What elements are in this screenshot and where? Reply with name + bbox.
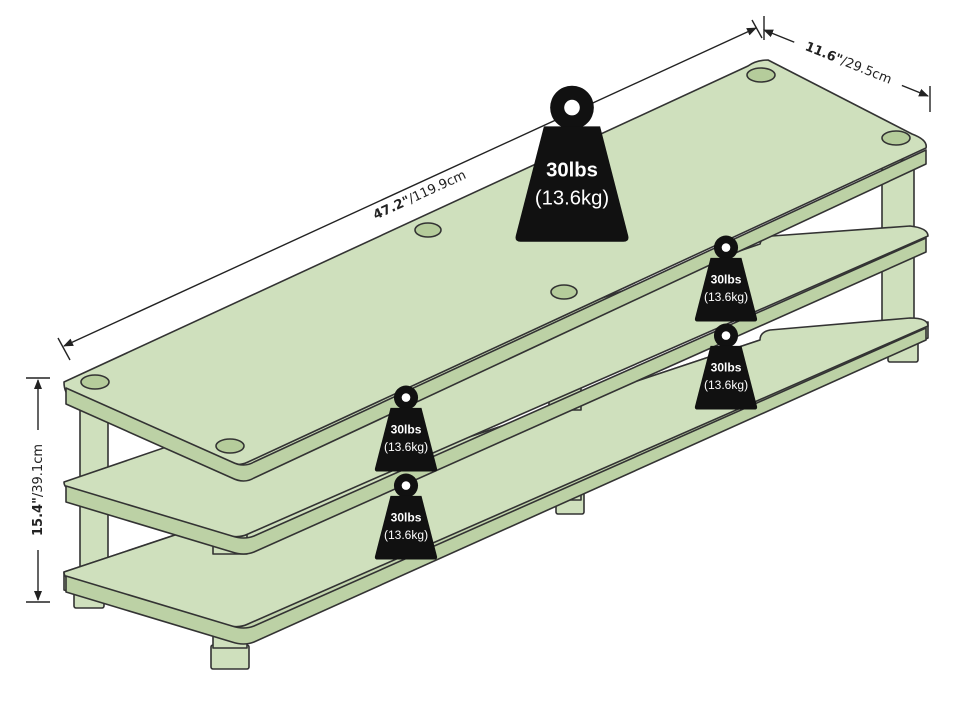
weight-bottom-right-kg: (13.6kg) <box>704 378 748 392</box>
weight-middle-left-kg: (13.6kg) <box>384 440 428 454</box>
weight-bottom-left-lbs: 30lbs <box>391 511 422 525</box>
tv-stand <box>63 59 929 670</box>
height-dimension-label: 15.4"/39.1cm <box>28 430 46 550</box>
height-metric: 39.1cm <box>31 444 46 493</box>
weight-top-lbs: 30lbs <box>546 159 598 181</box>
weight-icon-middle-right: 30lbs (13.6kg) <box>694 235 758 322</box>
weight-bottom-right-lbs: 30lbs <box>711 361 742 375</box>
height-imperial: 15.4" <box>31 497 46 536</box>
weight-bottom-left-kg: (13.6kg) <box>384 528 428 542</box>
svg-text:15.4"/39.1cm: 15.4"/39.1cm <box>31 444 46 536</box>
weight-middle-left-lbs: 30lbs <box>391 423 422 437</box>
weight-icon-middle-left: 30lbs (13.6kg) <box>374 385 438 472</box>
weight-icon-top: 30lbs (13.6kg) <box>515 85 629 242</box>
weight-icon-bottom-right: 30lbs (13.6kg) <box>694 323 758 410</box>
weight-middle-right-kg: (13.6kg) <box>704 290 748 304</box>
weight-middle-right-lbs: 30lbs <box>711 273 742 287</box>
weight-top-kg: (13.6kg) <box>535 187 609 209</box>
svg-text:11.6"/29.5cm: 11.6"/29.5cm <box>803 39 894 87</box>
weight-icon-bottom-left: 30lbs (13.6kg) <box>374 473 438 560</box>
